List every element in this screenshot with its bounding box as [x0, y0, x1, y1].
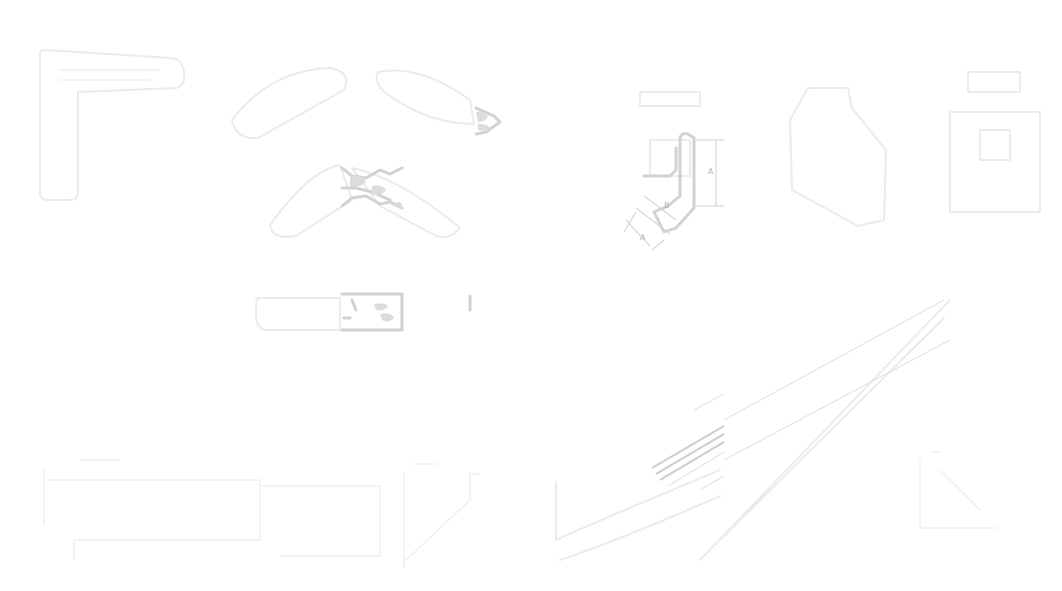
- ghost-cap-right: [949, 71, 1041, 213]
- ghost-strip-bottom: [555, 469, 721, 561]
- ghost-bracket-diagonal-3: [269, 164, 353, 238]
- dim-label-width: B: [664, 201, 670, 210]
- angle-profile-inner: [642, 146, 678, 178]
- ghost-bracket-diagonal-2: [375, 69, 475, 125]
- profile-top-center: [474, 106, 502, 136]
- ghost-inner-slot: [60, 69, 160, 81]
- ghost-bracket-diagonal-1: [231, 67, 348, 140]
- ghost-outlines: [39, 49, 1041, 568]
- dim-line-depth: [623, 211, 665, 251]
- ghost-profile-bottom-right: [919, 451, 996, 529]
- ghost-rail-bottom-left: [43, 459, 381, 560]
- ghost-block-right: [789, 87, 887, 227]
- ghost-wedge-bottom: [403, 463, 480, 568]
- profile-flat-bar: [340, 292, 472, 332]
- rail-perspective-streaks: [651, 299, 951, 491]
- angle-profile-outline: [652, 132, 696, 234]
- dim-label-depth: A: [640, 233, 646, 242]
- ghost-rail-long: [699, 299, 951, 561]
- ghost-bracket-diagonal-4: [351, 167, 461, 238]
- angle-profile-dimensioned: A B A: [623, 132, 724, 251]
- ghost-bar-flat: [255, 297, 341, 331]
- dim-line-width: [635, 195, 677, 235]
- ghost-handle-left: [39, 49, 186, 201]
- ghost-cap-mid: [639, 91, 701, 177]
- dim-line-height: [696, 139, 724, 207]
- dim-label-height: A: [708, 167, 714, 176]
- profile-x-connector: [340, 166, 404, 210]
